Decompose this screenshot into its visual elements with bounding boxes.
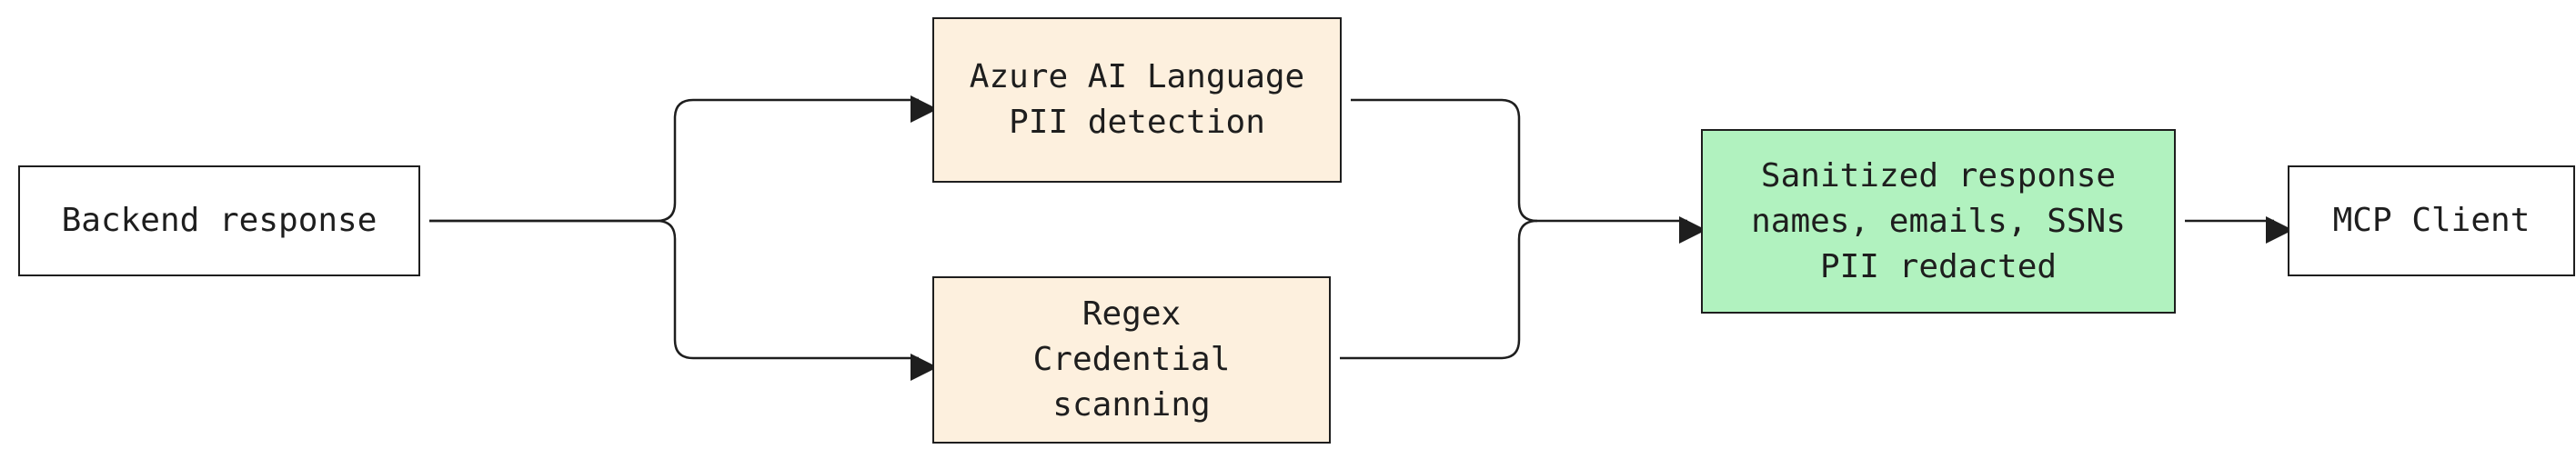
node-label: Sanitized response: [1760, 156, 2117, 195]
node-label: Azure AI Language: [969, 58, 1305, 95]
edge-regex-to-sanitized: [1340, 219, 1538, 360]
edge-backend-to-regex: [429, 219, 938, 381]
edge-azure-to-sanitized: [1351, 98, 1706, 244]
node-label: PII detection: [1009, 104, 1265, 141]
mcp-client-node: MCP Client: [2288, 165, 2575, 276]
backend-response-node: Backend response: [18, 165, 420, 276]
regex-credential-scanning-node: Regex Credential scanning: [932, 276, 1331, 444]
azure-pii-detection-node: Azure AI Language PII detection: [932, 17, 1342, 183]
sanitized-response-node: Sanitized response names, emails, SSNs P…: [1701, 129, 2176, 314]
edge-backend-to-azure: [429, 95, 938, 223]
node-label: Credential: [1032, 341, 1231, 378]
node-label: Backend response: [61, 202, 377, 239]
node-label: Regex: [1082, 295, 1182, 333]
node-label: MCP Client: [2332, 202, 2531, 239]
node-label: scanning: [1052, 386, 1211, 424]
node-label: PII redacted: [1819, 247, 2058, 285]
node-label: names, emails, SSNs: [1751, 202, 2126, 240]
